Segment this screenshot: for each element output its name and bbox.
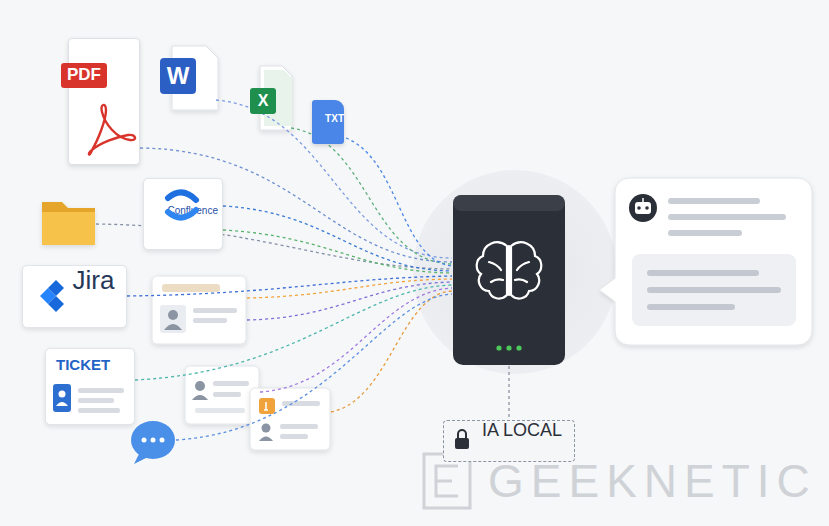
confluence-logo — [168, 192, 196, 217]
jira-card: Jira — [22, 265, 127, 328]
excel-icon: X — [250, 88, 276, 114]
ticket-card: TICKET — [45, 348, 135, 425]
leader-line — [508, 366, 509, 418]
chat-bubble — [131, 421, 175, 464]
brain-icon — [477, 242, 542, 298]
node-label: TICKET — [56, 357, 110, 374]
node-label: IA LOCAL — [482, 421, 562, 441]
jira-logo — [40, 280, 64, 312]
txt-icon: TXT — [312, 100, 344, 144]
message-card — [250, 388, 330, 450]
lock-icon — [455, 430, 469, 449]
bot-response — [629, 194, 796, 326]
server-box — [453, 195, 565, 365]
node-label: Confluence — [167, 205, 218, 216]
pdf-document: PDF — [68, 38, 140, 165]
response-bubble — [600, 178, 812, 345]
ticket-avatar — [53, 384, 124, 413]
folder-icon — [42, 202, 95, 245]
halo — [413, 170, 617, 374]
node-label: W — [167, 63, 190, 89]
watermark: GEEKNETIC — [488, 456, 817, 507]
message-card — [185, 366, 259, 424]
node-label: X — [258, 92, 269, 110]
confluence-card: Confluence — [143, 178, 223, 250]
node-label: TXT — [325, 113, 344, 124]
watermark-logo — [424, 454, 470, 508]
word-icon: W — [160, 58, 196, 94]
profile-card — [152, 276, 246, 344]
node-label: PDF — [61, 63, 107, 88]
data-flows — [96, 100, 452, 440]
acrobat-symbol — [89, 105, 135, 155]
node-label: Jira — [73, 266, 115, 295]
